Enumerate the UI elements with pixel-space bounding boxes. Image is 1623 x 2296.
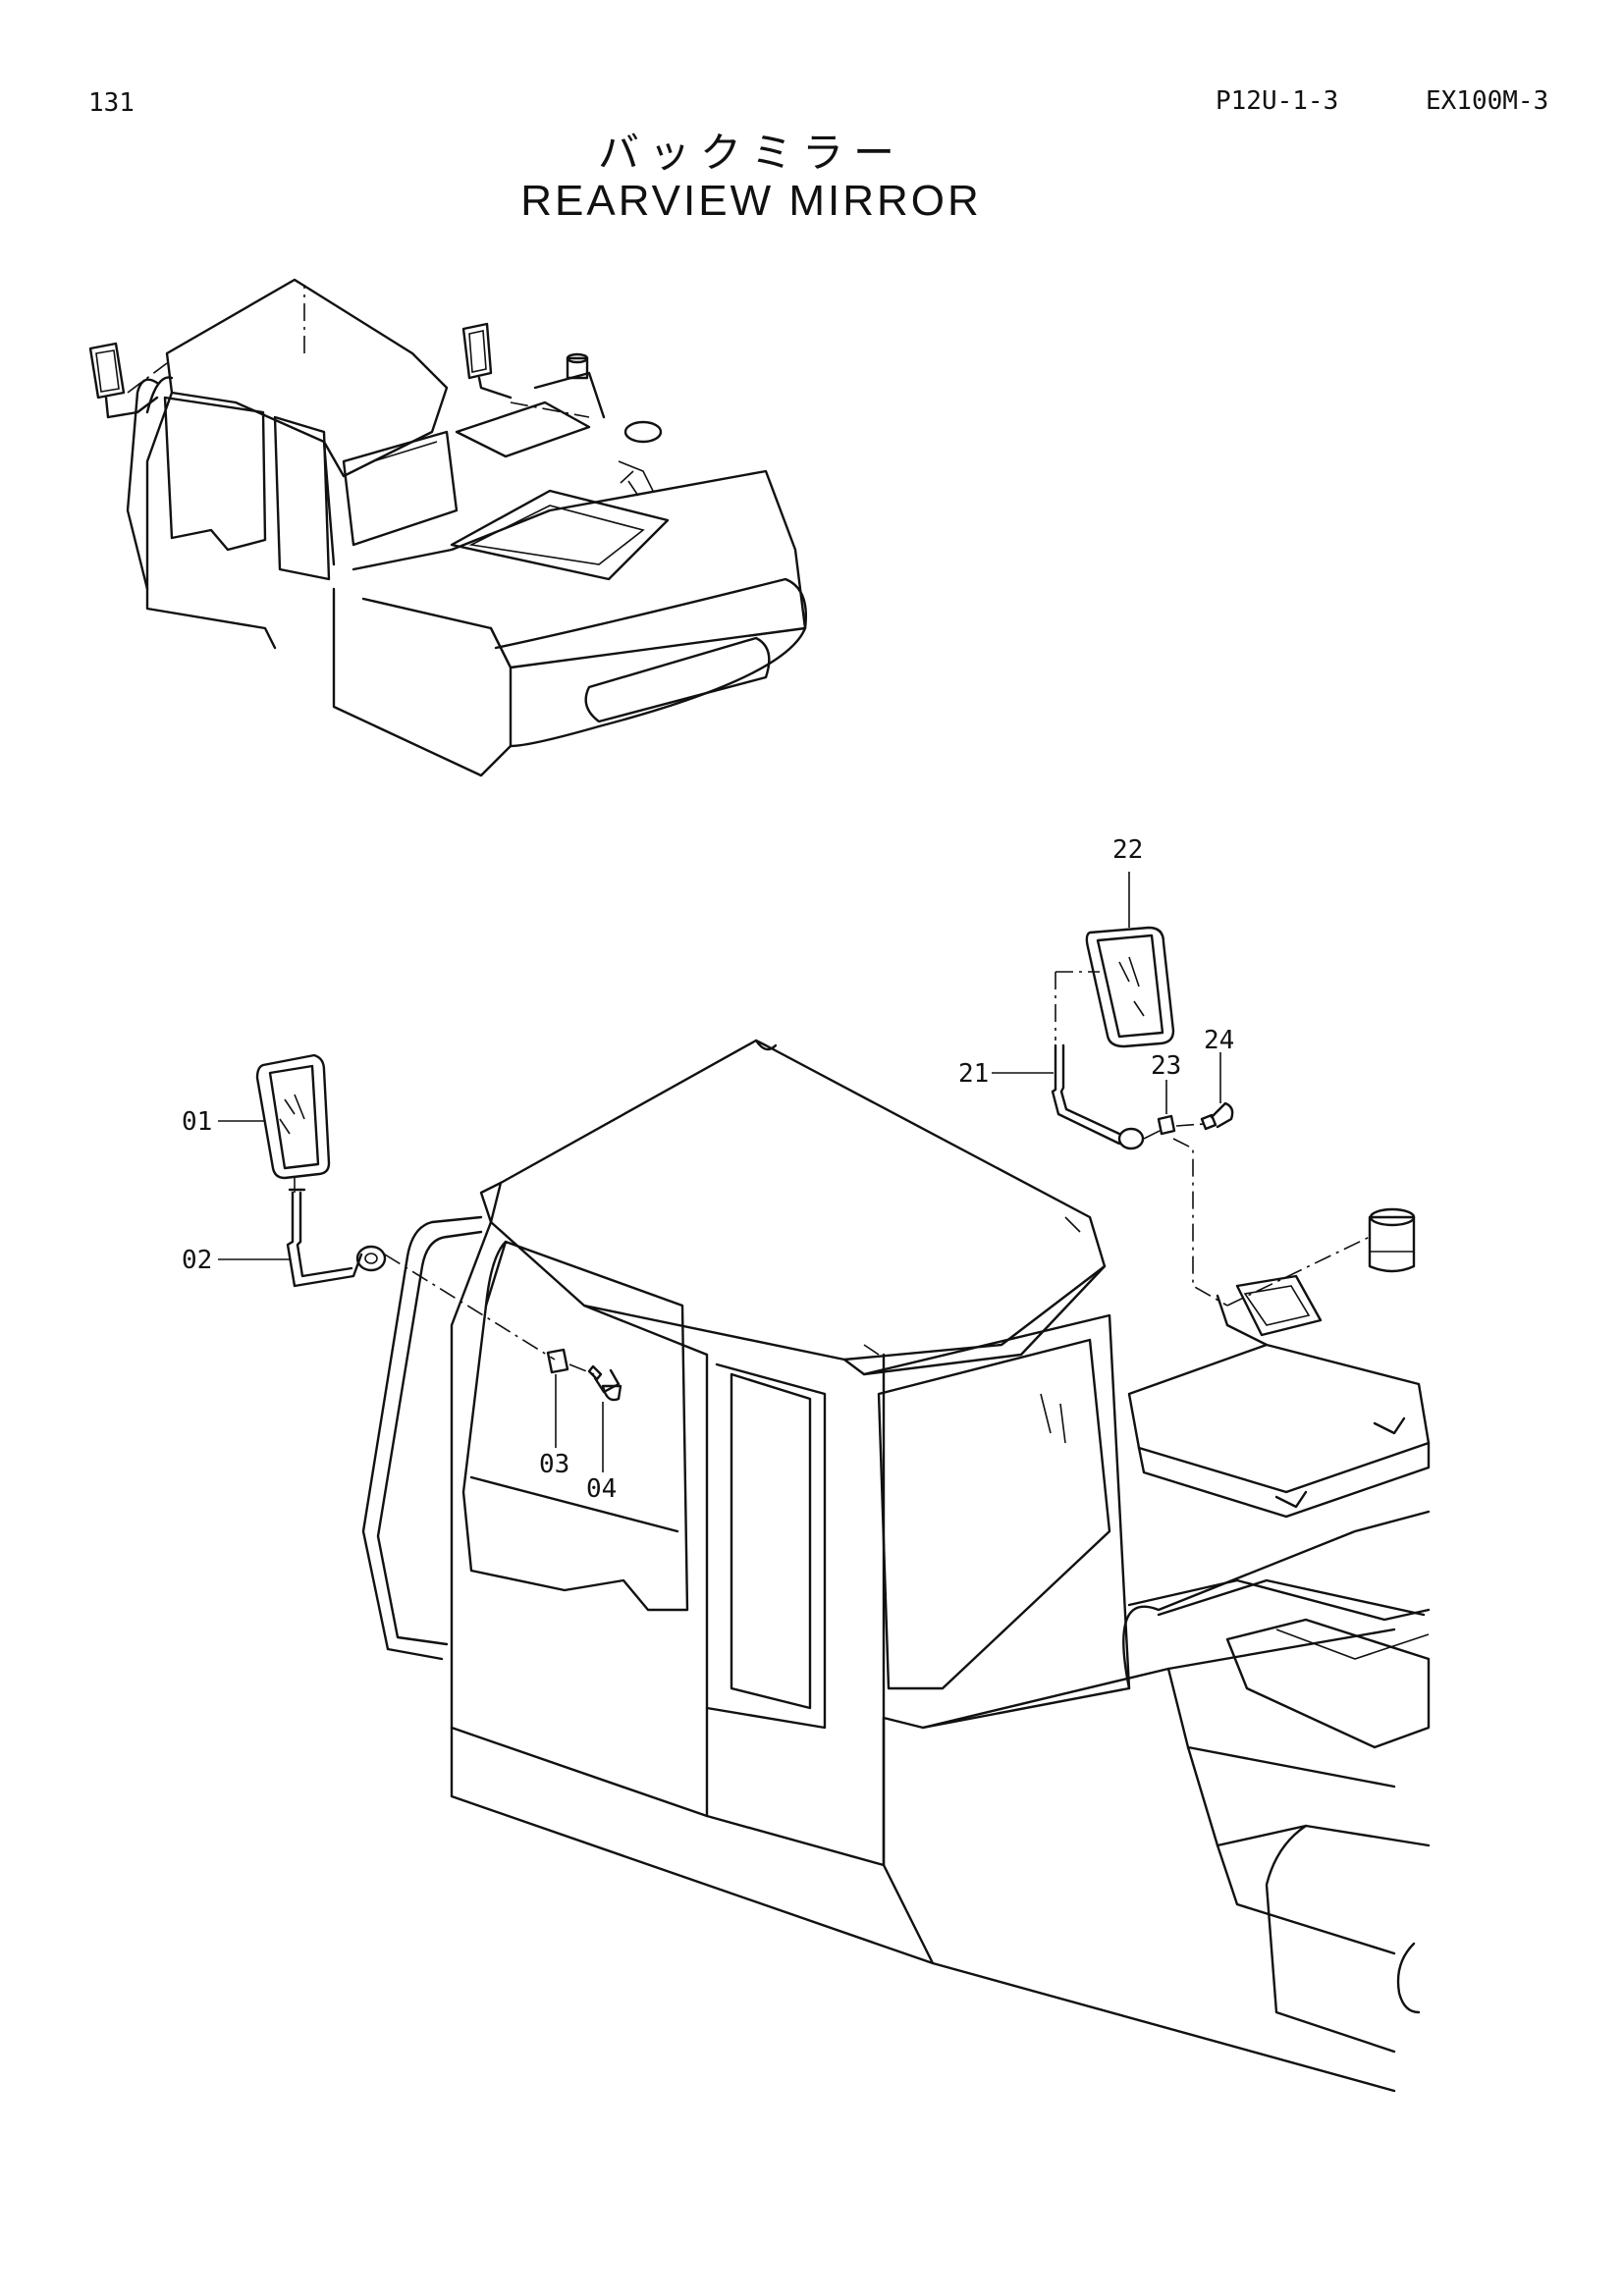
- callout-01: 01: [182, 1107, 212, 1137]
- callout-21: 21: [958, 1059, 989, 1089]
- part-21-stay: [1051, 1043, 1145, 1150]
- callout-04: 04: [586, 1474, 617, 1504]
- callout-02: 02: [182, 1246, 212, 1275]
- part-24-bolt: [1200, 1101, 1234, 1131]
- part-03-nut: [546, 1348, 569, 1374]
- page-number: 131: [88, 88, 135, 118]
- callout-03: 03: [539, 1450, 569, 1479]
- callout-24: 24: [1204, 1026, 1234, 1055]
- part-04-bolt: [587, 1364, 622, 1402]
- callout-23: 23: [1151, 1051, 1181, 1081]
- phantom-lines: [127, 285, 1371, 1377]
- title-japanese: バックミラー: [597, 129, 904, 177]
- part-23-nut: [1157, 1114, 1176, 1136]
- part-02-stay: [286, 1188, 387, 1288]
- callout-leaders: [218, 872, 1221, 1472]
- model-code: EX100M-3: [1426, 86, 1549, 116]
- callout-22: 22: [1112, 835, 1143, 865]
- part-22-mirror: [1085, 926, 1175, 1048]
- part-01-mirror: [255, 1053, 331, 1180]
- overview-excavator: [88, 278, 807, 777]
- reference-code: P12U-1-3: [1216, 86, 1339, 116]
- main-excavator-drawing: [361, 1039, 1431, 2093]
- title-english: REARVIEW MIRROR: [520, 177, 982, 225]
